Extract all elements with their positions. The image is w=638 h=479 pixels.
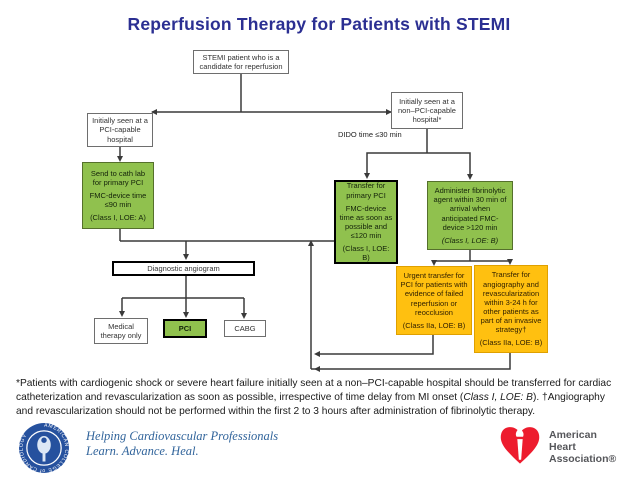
node-medical-therapy-only: Medical therapy only [94,318,148,344]
node-diagnostic-angiogram: Diagnostic angiogram [112,261,255,276]
acc-logo-icon: AMERICAN COLLEGE of CARDIOLOGY [19,423,69,473]
node-text: FMC-device time ≤90 min [89,190,147,210]
aha-name-line1: American [549,429,597,441]
node-text: Initially seen at a non–PCI-capable hosp… [398,96,456,125]
acc-tagline-line2: Learn. Advance. Heal. [86,443,199,458]
node-text: Initially seen at a PCI-capable hospital [92,116,148,144]
acc-tagline: Helping Cardiovascular Professionals Lea… [86,429,278,459]
node-pci-capable-hospital: Initially seen at a PCI-capable hospital [87,113,153,147]
node-transfer-for-primary-pci: Transfer for primary PCI FMC-device time… [334,180,398,264]
node-text: FMC-device time as soon as possible and … [339,203,393,241]
footnote-italic-text: Class I, LOE: B [463,391,533,403]
node-text: STEMI patient who is a candidate for rep… [199,52,283,71]
footer: AMERICAN COLLEGE of CARDIOLOGY Helping C… [0,420,638,479]
class-loe-label: (Class I, LOE: B) [441,235,499,245]
page-title: Reperfusion Therapy for Patients with ST… [127,14,511,34]
node-text: Send to cath lab for primary PCI [90,168,146,187]
acc-tagline-line1: Helping Cardiovascular Professionals [86,429,279,443]
node-text: Diagnostic angiogram [147,263,220,273]
aha-name-line2: Heart [549,441,576,454]
node-cabg: CABG [224,320,266,337]
class-loe-label: (Class IIa, LOE: B) [479,338,543,348]
dido-time-label: DIDO time ≤30 min [338,130,402,139]
node-text: Medical therapy only [100,321,142,340]
footnote-text: *Patients with cardiogenic shock or seve… [16,378,612,403]
node-stemi-patient: STEMI patient who is a candidate for rep… [193,50,289,74]
node-administer-fibrinolytic: Administer fibrinolytic agent within 30 … [427,181,513,250]
footnote-text: ). †Angiography and revascularization sh… [16,391,605,417]
node-send-to-cath-lab: Send to cath lab for primary PCI FMC-dev… [82,162,154,229]
class-loe-label: (Class I, LOE: B) [342,244,390,263]
class-loe-label: (Class IIa, LOE: B) [402,320,466,330]
aha-name-line3: Association® [549,453,617,466]
node-pci: PCI [163,319,207,338]
node-non-pci-capable-hospital: Initially seen at a non–PCI-capable hosp… [391,92,463,129]
node-text: Transfer for angiography and revasculari… [480,270,542,335]
footnote: *Patients with cardiogenic shock or seve… [16,377,623,419]
aha-heart-torch-icon [500,426,540,464]
node-text: PCI [178,323,192,333]
node-text: Transfer for primary PCI [346,181,386,200]
node-text: CABG [234,323,256,333]
class-loe-label: (Class I, LOE: A) [90,213,146,223]
node-urgent-transfer-for-pci: Urgent transfer for PCI for patients wit… [396,266,472,335]
node-transfer-for-angiography: Transfer for angiography and revasculari… [474,265,548,353]
node-text: Urgent transfer for PCI for patients wit… [400,271,468,317]
node-text: Administer fibrinolytic agent within 30 … [433,186,507,232]
aha-name: American Heart Association® [549,429,616,465]
